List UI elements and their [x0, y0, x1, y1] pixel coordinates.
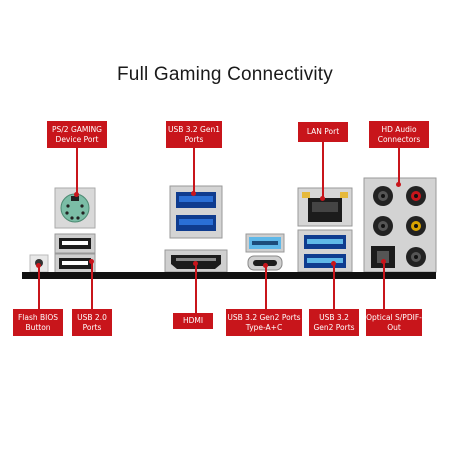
- usb32-gen1-leader-dot: [191, 191, 196, 196]
- optical-leader-dot: [381, 259, 386, 264]
- rear-panel-edge: [22, 272, 436, 279]
- usb32-gen2-type-ac-graphic: [245, 233, 285, 271]
- page-title: Full Gaming Connectivity: [117, 64, 333, 85]
- usb32-gen2-type-ac-callout: USB 3.2 Gen2 Ports Type-A+C: [226, 309, 302, 336]
- usb20-callout: USB 2.0 Ports: [72, 309, 112, 336]
- hdmi-leader-dot: [193, 261, 198, 266]
- usb20-leader-dot: [89, 259, 94, 264]
- lan-leader-dot: [320, 196, 325, 201]
- flash-bios-callout: Flash BIOS Button: [13, 309, 63, 336]
- usb32-gen2-leader-dot: [331, 261, 336, 266]
- hd-audio-connectors-graphic: [363, 177, 437, 273]
- hd-audio-leader-dot: [396, 182, 401, 187]
- usb20-leader-line: [91, 262, 93, 309]
- usb32-gen1-ports-graphic: [169, 185, 223, 239]
- ps2-leader-dot: [74, 192, 79, 197]
- usb32-gen2-type-ac-leader-dot: [263, 263, 268, 268]
- lan-leader-line: [322, 142, 324, 198]
- flash-bios-leader-dot: [36, 263, 41, 268]
- optical-leader-line: [383, 262, 385, 309]
- hdmi-leader-line: [195, 264, 197, 313]
- usb32-gen2-type-ac-leader-line: [265, 266, 267, 309]
- ps2-callout: PS/2 GAMING Device Port: [47, 121, 107, 148]
- usb32-gen1-callout: USB 3.2 Gen1 Ports: [166, 121, 222, 148]
- optical-callout: Optical S/PDIF-Out: [366, 309, 422, 336]
- usb20-ports-graphic: [54, 233, 96, 274]
- usb32-gen2-ports-graphic: [297, 229, 353, 273]
- lan-port-graphic: [297, 187, 353, 227]
- hdmi-callout: HDMI: [173, 313, 213, 329]
- flash-bios-leader-line: [38, 266, 40, 309]
- hd-audio-callout: HD Audio Connectors: [369, 121, 429, 148]
- lan-callout: LAN Port: [298, 122, 348, 142]
- ps2-leader-line: [76, 148, 78, 194]
- hd-audio-leader-line: [398, 148, 400, 184]
- ps2-port-graphic: [54, 187, 96, 229]
- usb32-gen2-callout: USB 3.2 Gen2 Ports: [309, 309, 359, 336]
- usb32-gen2-leader-line: [333, 264, 335, 309]
- usb32-gen1-leader-line: [193, 148, 195, 193]
